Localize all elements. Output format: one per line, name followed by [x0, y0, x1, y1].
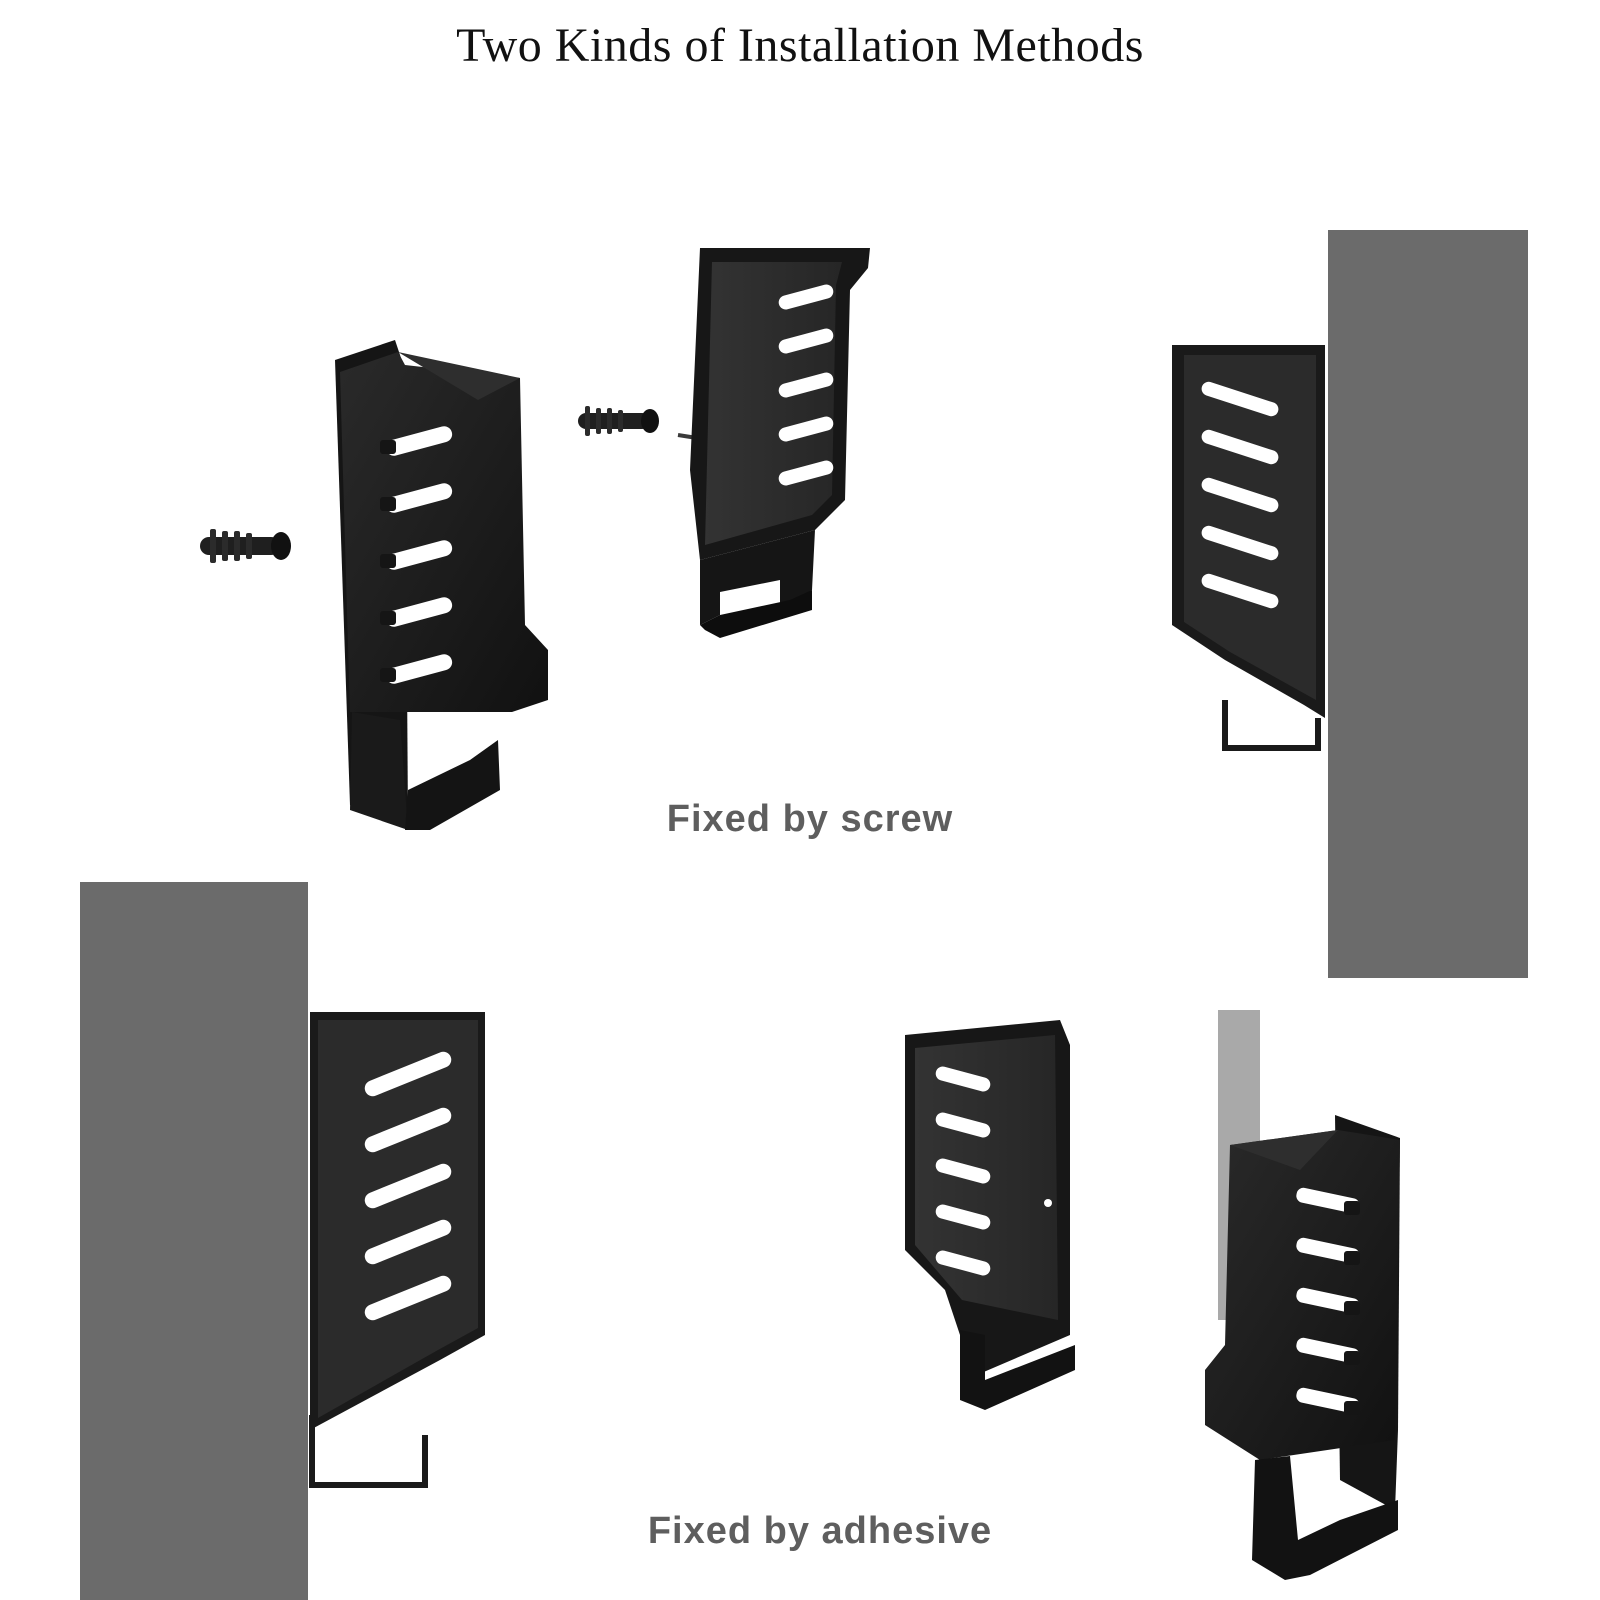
bracket-adhesive-back [905, 1020, 1075, 1410]
page-title: Two Kinds of Installation Methods [456, 19, 1144, 72]
bracket-mounted-right [1172, 345, 1325, 751]
bracket-screw-back [690, 248, 870, 638]
caption-fixed-by-screw: Fixed by screw [666, 798, 954, 840]
bracket-mounted-left [309, 1012, 485, 1488]
wall-panel-left [80, 882, 308, 1600]
bracket-adhesive-front [1205, 1115, 1400, 1580]
wall-anchor-left [200, 529, 291, 563]
bracket-screw-front [335, 340, 548, 830]
wall-anchor-middle [578, 406, 659, 436]
caption-fixed-by-adhesive: Fixed by adhesive [647, 1510, 993, 1552]
wall-panel-right [1328, 230, 1528, 978]
